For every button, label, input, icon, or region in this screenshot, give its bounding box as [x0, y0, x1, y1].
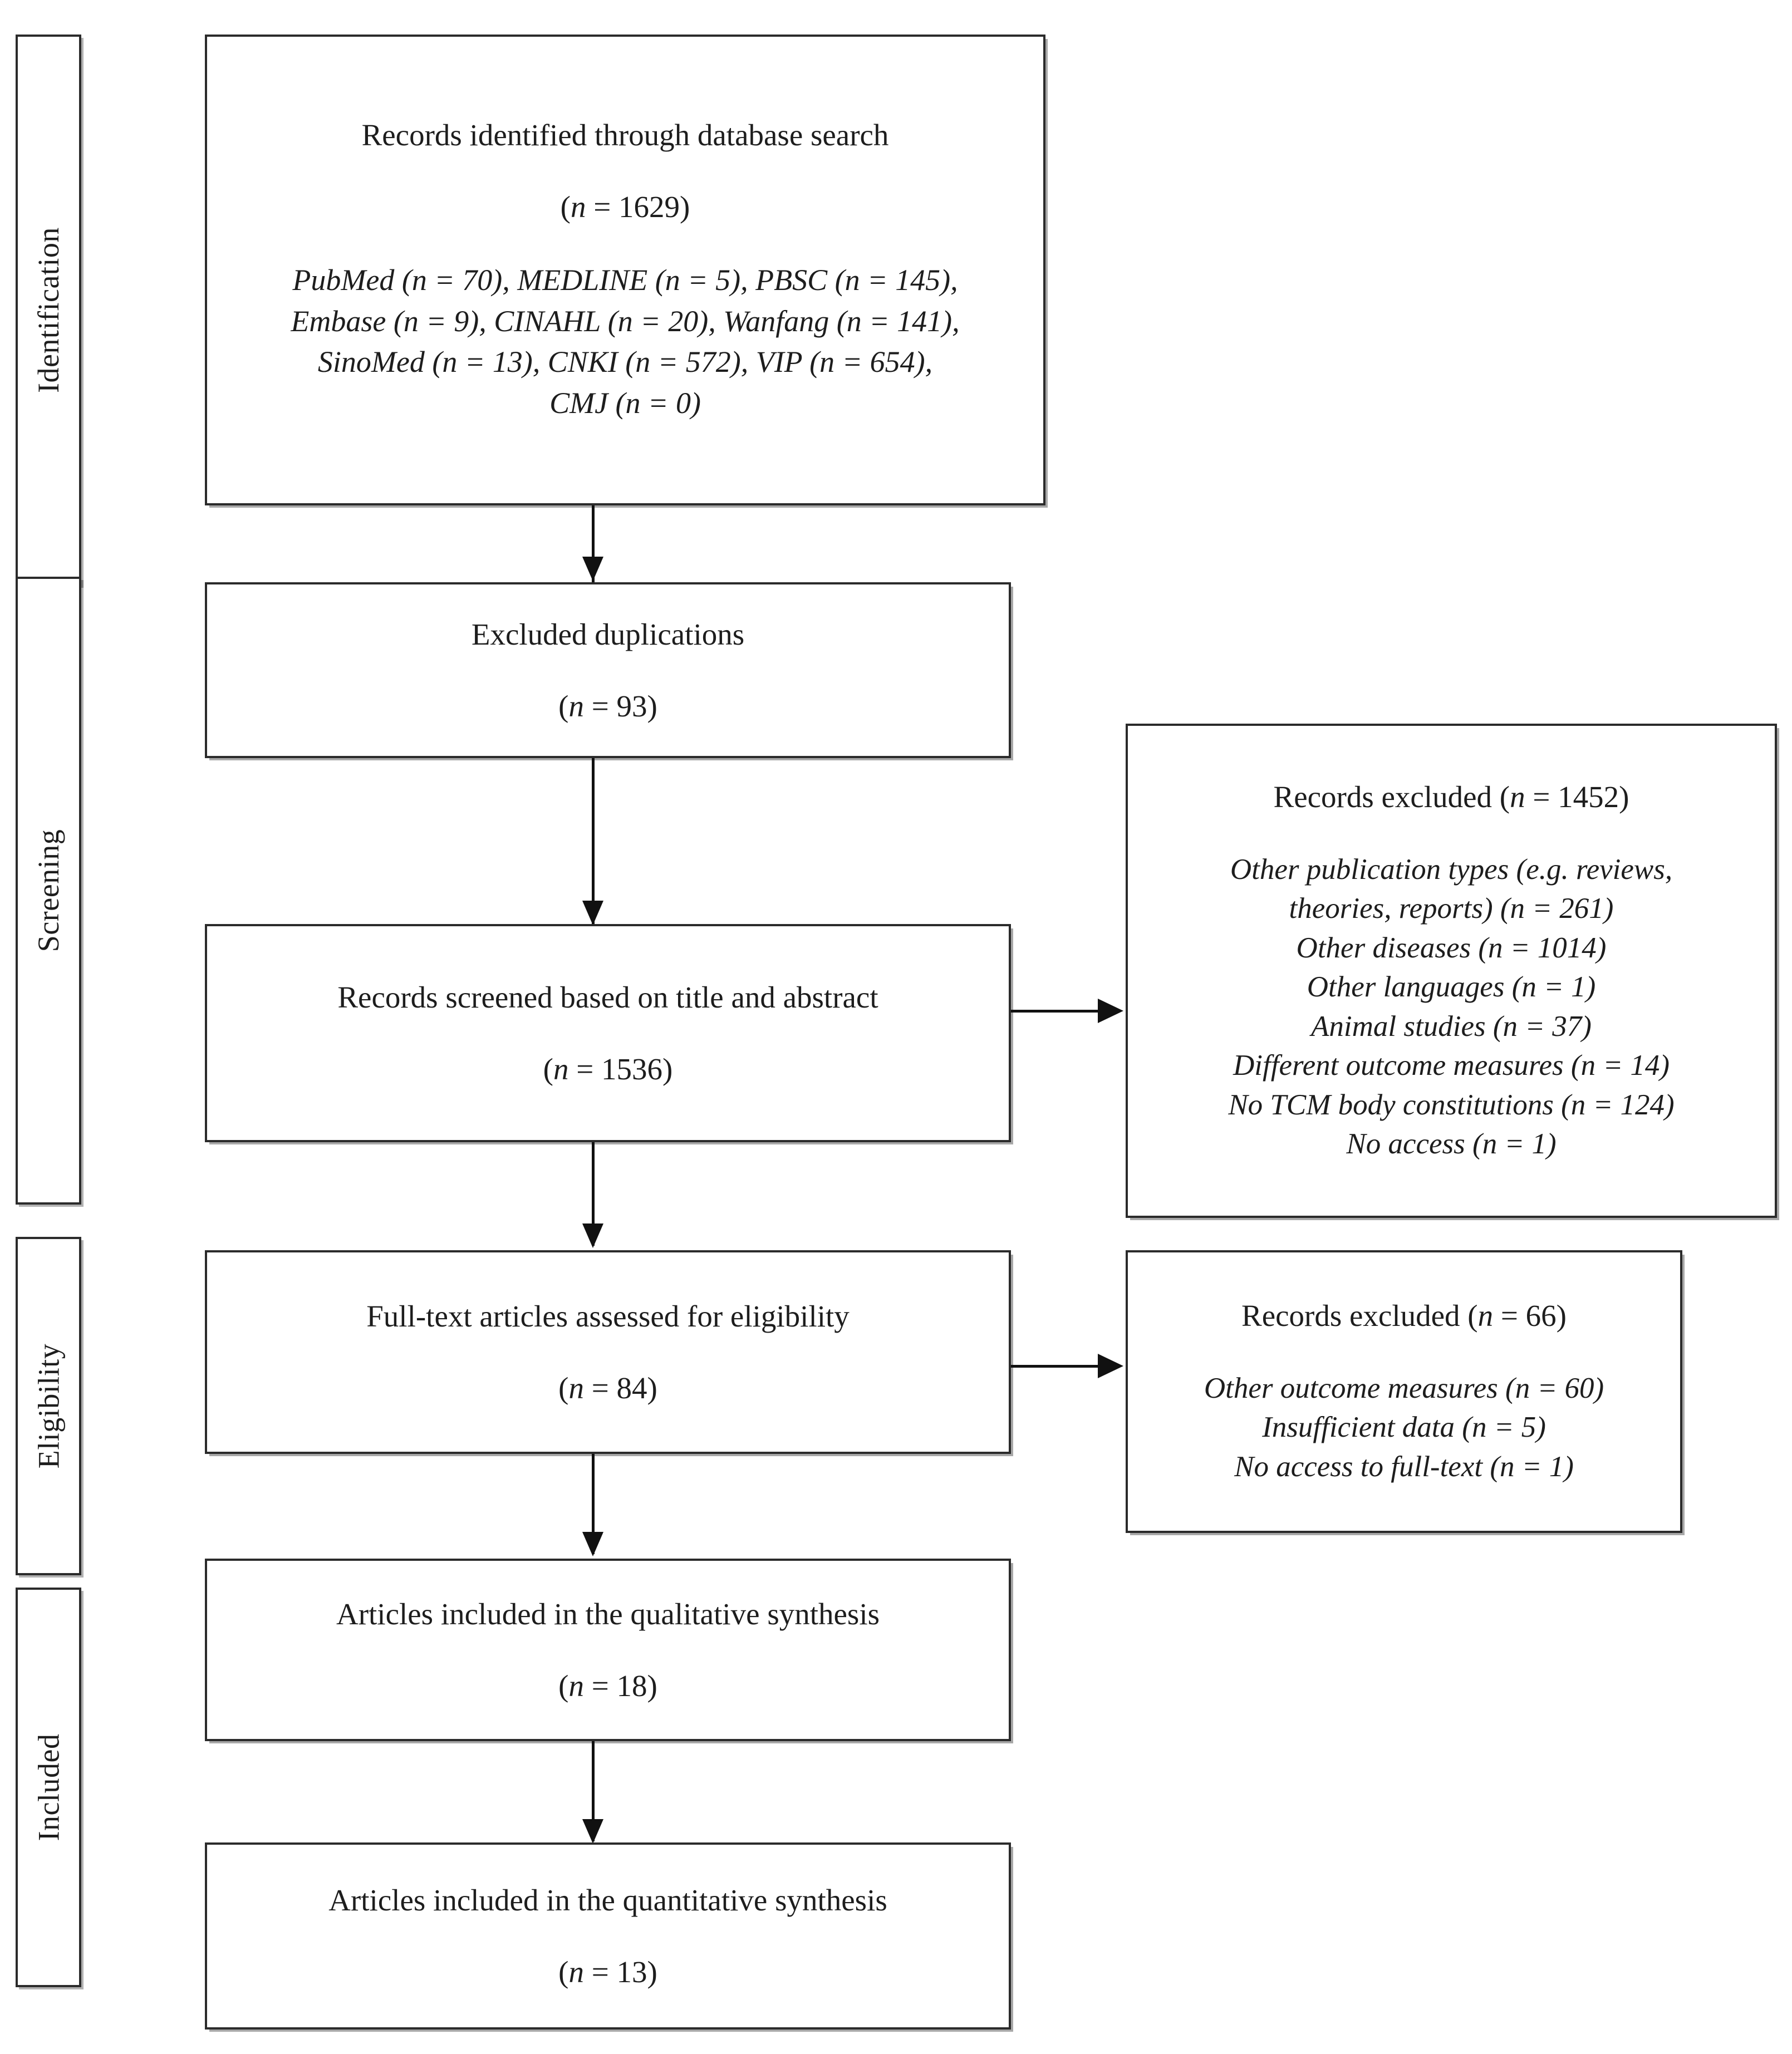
box-records-identified-sources: PubMed (n = 70), MEDLINE (n = 5), PBSC (… — [291, 260, 959, 424]
box-qualitative-synthesis-count: (n = 18) — [558, 1669, 657, 1703]
box-records-identified-count: (n = 1629) — [560, 190, 690, 224]
exclusion-reason: No access to full-text (n = 1) — [1234, 1450, 1574, 1483]
exclusion-reason: Other languages (n = 1) — [1307, 971, 1596, 1004]
box-fulltext-assessed: Full-text articles assessed for eligibil… — [205, 1250, 1011, 1454]
box-quantitative-synthesis: Articles included in the quantitative sy… — [205, 1842, 1011, 2030]
box-records-identified: Records identified through database sear… — [205, 35, 1045, 505]
exclusion-reason: Different outcome measures (n = 14) — [1233, 1049, 1670, 1082]
exclusion-reason: Other outcome measures (n = 60) — [1204, 1372, 1604, 1404]
stage-label-screening-text: Screening — [32, 829, 66, 952]
source-line: Embase (n = 9), CINAHL (n = 20), Wanfang… — [291, 304, 960, 338]
connector-screened-to-fulltext — [592, 1142, 595, 1246]
box-records-excluded-eligibility: Records excluded (n = 66) Other outcome … — [1126, 1250, 1682, 1533]
connector-qualitative-to-quantitative — [592, 1741, 595, 1841]
box-records-excluded-screening-reasons: Other publication types (e.g. reviews, t… — [1228, 850, 1674, 1164]
arrowhead-duplicates-to-screened — [582, 901, 603, 925]
source-line: SinoMed (n = 13), CNKI (n = 572), VIP (n… — [317, 345, 933, 379]
box-qualitative-synthesis: Articles included in the qualitative syn… — [205, 1559, 1011, 1741]
box-quantitative-synthesis-title: Articles included in the quantitative sy… — [328, 1883, 887, 1917]
box-records-identified-title: Records identified through database sear… — [361, 118, 889, 153]
connector-duplicates-to-screened — [592, 758, 595, 925]
stage-label-screening: Screening — [16, 577, 81, 1205]
stage-label-identification: Identification — [16, 35, 81, 586]
box-quantitative-synthesis-count: (n = 13) — [558, 1955, 657, 1989]
exclusion-reason: No access (n = 1) — [1346, 1128, 1557, 1160]
stage-label-identification-text: Identification — [32, 227, 66, 393]
exclusion-reason: Other diseases (n = 1014) — [1296, 931, 1607, 964]
source-line: PubMed (n = 70), MEDLINE (n = 5), PBSC (… — [292, 263, 958, 297]
arrowhead-screened-to-fulltext — [582, 1223, 603, 1248]
box-records-excluded-eligibility-reasons: Other outcome measures (n = 60) Insuffic… — [1204, 1369, 1604, 1486]
box-fulltext-assessed-title: Full-text articles assessed for eligibil… — [366, 1299, 850, 1333]
box-records-screened: Records screened based on title and abst… — [205, 924, 1011, 1142]
arrowhead-fulltext-to-qualitative — [582, 1532, 603, 1556]
exclusion-reason: Animal studies (n = 37) — [1311, 1010, 1592, 1043]
exclusion-reason: theories, reports) (n = 261) — [1289, 892, 1614, 925]
box-records-screened-title: Records screened based on title and abst… — [337, 980, 878, 1014]
box-records-excluded-screening-title: Records excluded (n = 1452) — [1273, 779, 1629, 814]
exclusion-reason: Other publication types (e.g. reviews, — [1230, 853, 1673, 886]
box-excluded-duplications: Excluded duplications (n = 93) — [205, 582, 1011, 758]
stage-label-included: Included — [16, 1588, 81, 1987]
box-excluded-duplications-title: Excluded duplications — [471, 617, 745, 651]
stage-label-included-text: Included — [32, 1733, 66, 1841]
connector-screened-to-excluded — [1011, 1010, 1100, 1013]
box-excluded-duplications-count: (n = 93) — [558, 689, 657, 723]
arrowhead-qualitative-to-quantitative — [582, 1819, 603, 1844]
stage-label-eligibility-text: Eligibility — [32, 1343, 66, 1469]
box-records-screened-count: (n = 1536) — [543, 1052, 673, 1086]
source-line: CMJ (n = 0) — [549, 386, 701, 420]
box-records-excluded-screening: Records excluded (n = 1452) Other public… — [1126, 724, 1777, 1218]
box-records-excluded-eligibility-title: Records excluded (n = 66) — [1241, 1298, 1567, 1333]
connector-identified-to-duplicates — [592, 505, 595, 583]
connector-fulltext-to-qualitative — [592, 1454, 595, 1554]
exclusion-reason: Insufficient data (n = 5) — [1262, 1411, 1546, 1444]
exclusion-reason: No TCM body constitutions (n = 124) — [1228, 1088, 1675, 1121]
box-qualitative-synthesis-title: Articles included in the qualitative syn… — [336, 1596, 880, 1631]
box-fulltext-assessed-count: (n = 84) — [558, 1371, 657, 1405]
connector-fulltext-to-excluded — [1011, 1365, 1100, 1368]
stage-label-eligibility: Eligibility — [16, 1237, 81, 1575]
arrowhead-fulltext-to-excluded — [1098, 1354, 1123, 1378]
arrowhead-identified-to-duplicates — [582, 557, 603, 581]
arrowhead-screened-to-excluded — [1098, 999, 1123, 1023]
